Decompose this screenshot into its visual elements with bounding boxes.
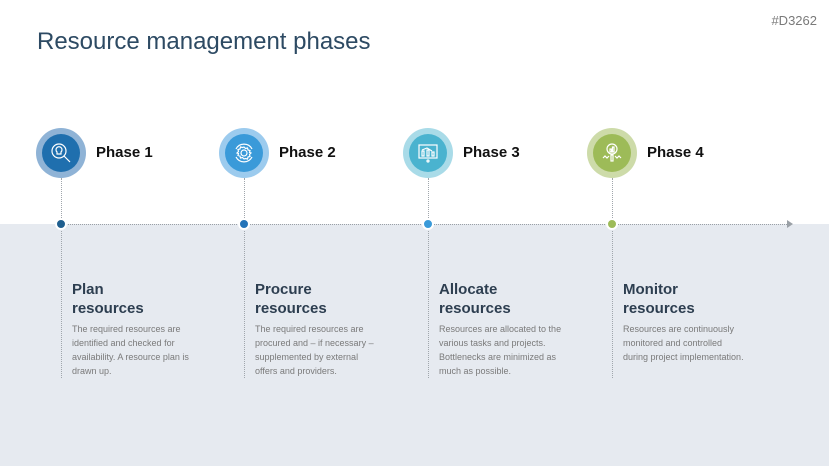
timeline-dot xyxy=(606,218,618,230)
phase-description: Resources are allocated to the various t… xyxy=(439,324,562,376)
phase-4: Phase 4 Monitor resources Resources are c… xyxy=(587,0,792,466)
phase-1: Phase 1 Plan resources The required resou… xyxy=(36,0,241,466)
phase-label: Phase 4 xyxy=(647,144,704,161)
phase-heading: Allocate resources xyxy=(439,280,599,318)
phase-label: Phase 3 xyxy=(463,144,520,161)
phase-heading-line1: Plan xyxy=(72,281,104,298)
phase-heading: Procure resources xyxy=(255,280,415,318)
phase-description: Resources are continuously monitored and… xyxy=(623,324,744,362)
phase-heading-line2: resources xyxy=(72,300,144,317)
phase-heading-line2: resources xyxy=(623,300,695,317)
lightbulb-magnifier-icon xyxy=(42,134,80,172)
slide-code: #D3262 xyxy=(771,13,817,28)
phase-connector xyxy=(244,178,245,378)
phase-connector xyxy=(428,178,429,378)
phase-heading-line1: Allocate xyxy=(439,281,498,298)
phase-label: Phase 1 xyxy=(96,144,153,161)
phase-badge xyxy=(587,128,637,178)
phase-description: The required resources are identified an… xyxy=(72,324,189,376)
phase-description: The required resources are procured and … xyxy=(255,324,374,376)
phase-heading-line1: Monitor xyxy=(623,281,678,298)
phase-heading: Plan resources xyxy=(72,280,232,318)
phase-2: Phase 2 Procure resources The required re… xyxy=(219,0,424,466)
phase-3: Phase 3 Allocate resources Resources are … xyxy=(403,0,608,466)
content-band xyxy=(0,224,829,466)
gear-icon xyxy=(225,134,263,172)
phase-connector xyxy=(61,178,62,378)
phase-heading-line2: resources xyxy=(439,300,511,317)
page-title: Resource management phases xyxy=(37,28,371,55)
phase-heading-line2: resources xyxy=(255,300,327,317)
timeline-dot xyxy=(422,218,434,230)
magnifier-chart-icon xyxy=(593,134,631,172)
timeline-arrow-icon xyxy=(787,220,793,228)
phase-badge xyxy=(403,128,453,178)
phase-heading-line1: Procure xyxy=(255,281,312,298)
phase-heading: Monitor resources xyxy=(623,280,783,318)
presentation-chart-icon xyxy=(409,134,447,172)
phase-connector xyxy=(612,178,613,378)
timeline-dot xyxy=(55,218,67,230)
phase-badge xyxy=(219,128,269,178)
timeline-dot xyxy=(238,218,250,230)
phase-badge xyxy=(36,128,86,178)
phase-label: Phase 2 xyxy=(279,144,336,161)
